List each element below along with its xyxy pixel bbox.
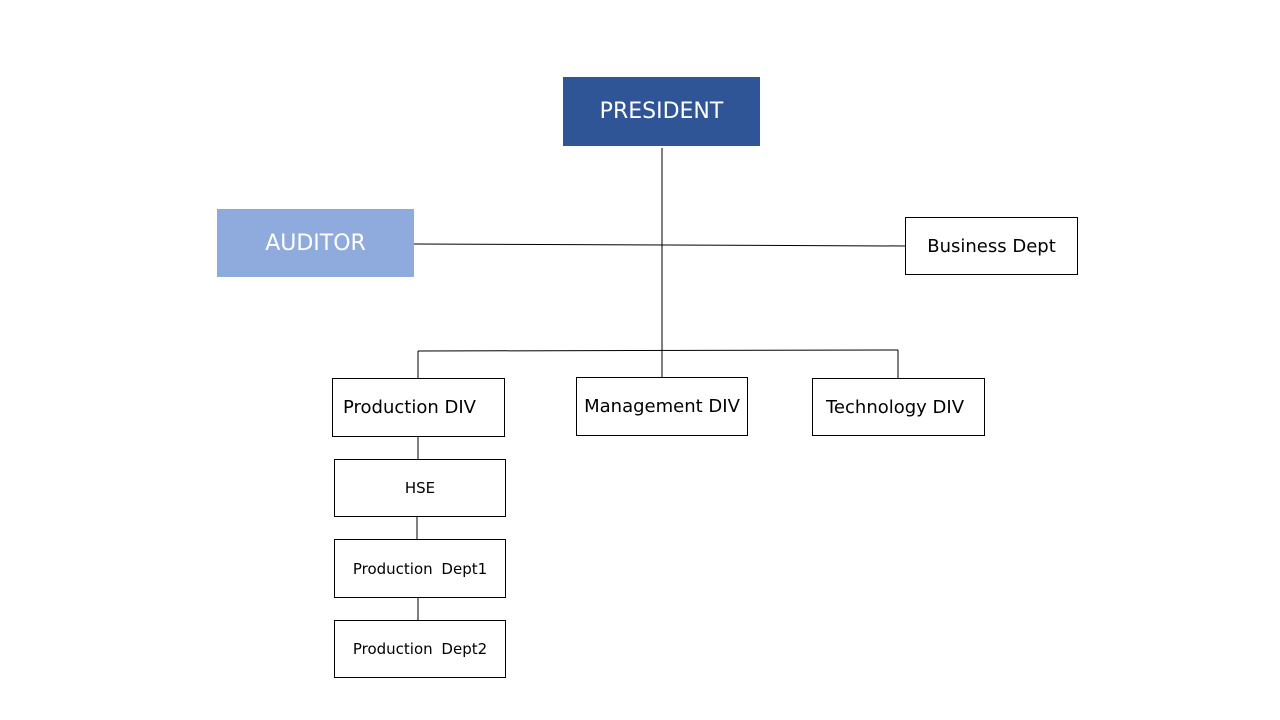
production-dept1-label: Production Dept1 (352, 559, 488, 578)
technology-div-label: Technology DIV (826, 396, 965, 418)
hse-box: HSE (334, 459, 506, 517)
hse-label: HSE (404, 479, 436, 497)
president-box: PRESIDENT (563, 77, 760, 146)
technology-div-box: Technology DIV (812, 378, 985, 436)
auditor-label: AUDITOR (265, 230, 366, 256)
president-label: PRESIDENT (599, 99, 724, 124)
production-dept2-box: Production Dept2 (334, 620, 506, 678)
management-div-label: Management DIV (584, 396, 740, 417)
production-div-box: Production DIV (332, 378, 505, 437)
production-div-label: Production DIV (343, 397, 476, 418)
production-dept1-box: Production Dept1 (334, 539, 506, 598)
business-dept-label: Business Dept (927, 235, 1056, 257)
management-div-box: Management DIV (576, 377, 748, 436)
auditor-box: AUDITOR (217, 209, 414, 277)
production-dept2-label: Production Dept2 (352, 640, 488, 658)
connector-auditor-business (413, 243, 906, 247)
business-dept-box: Business Dept (905, 217, 1078, 275)
connector-division-bus (417, 349, 899, 352)
